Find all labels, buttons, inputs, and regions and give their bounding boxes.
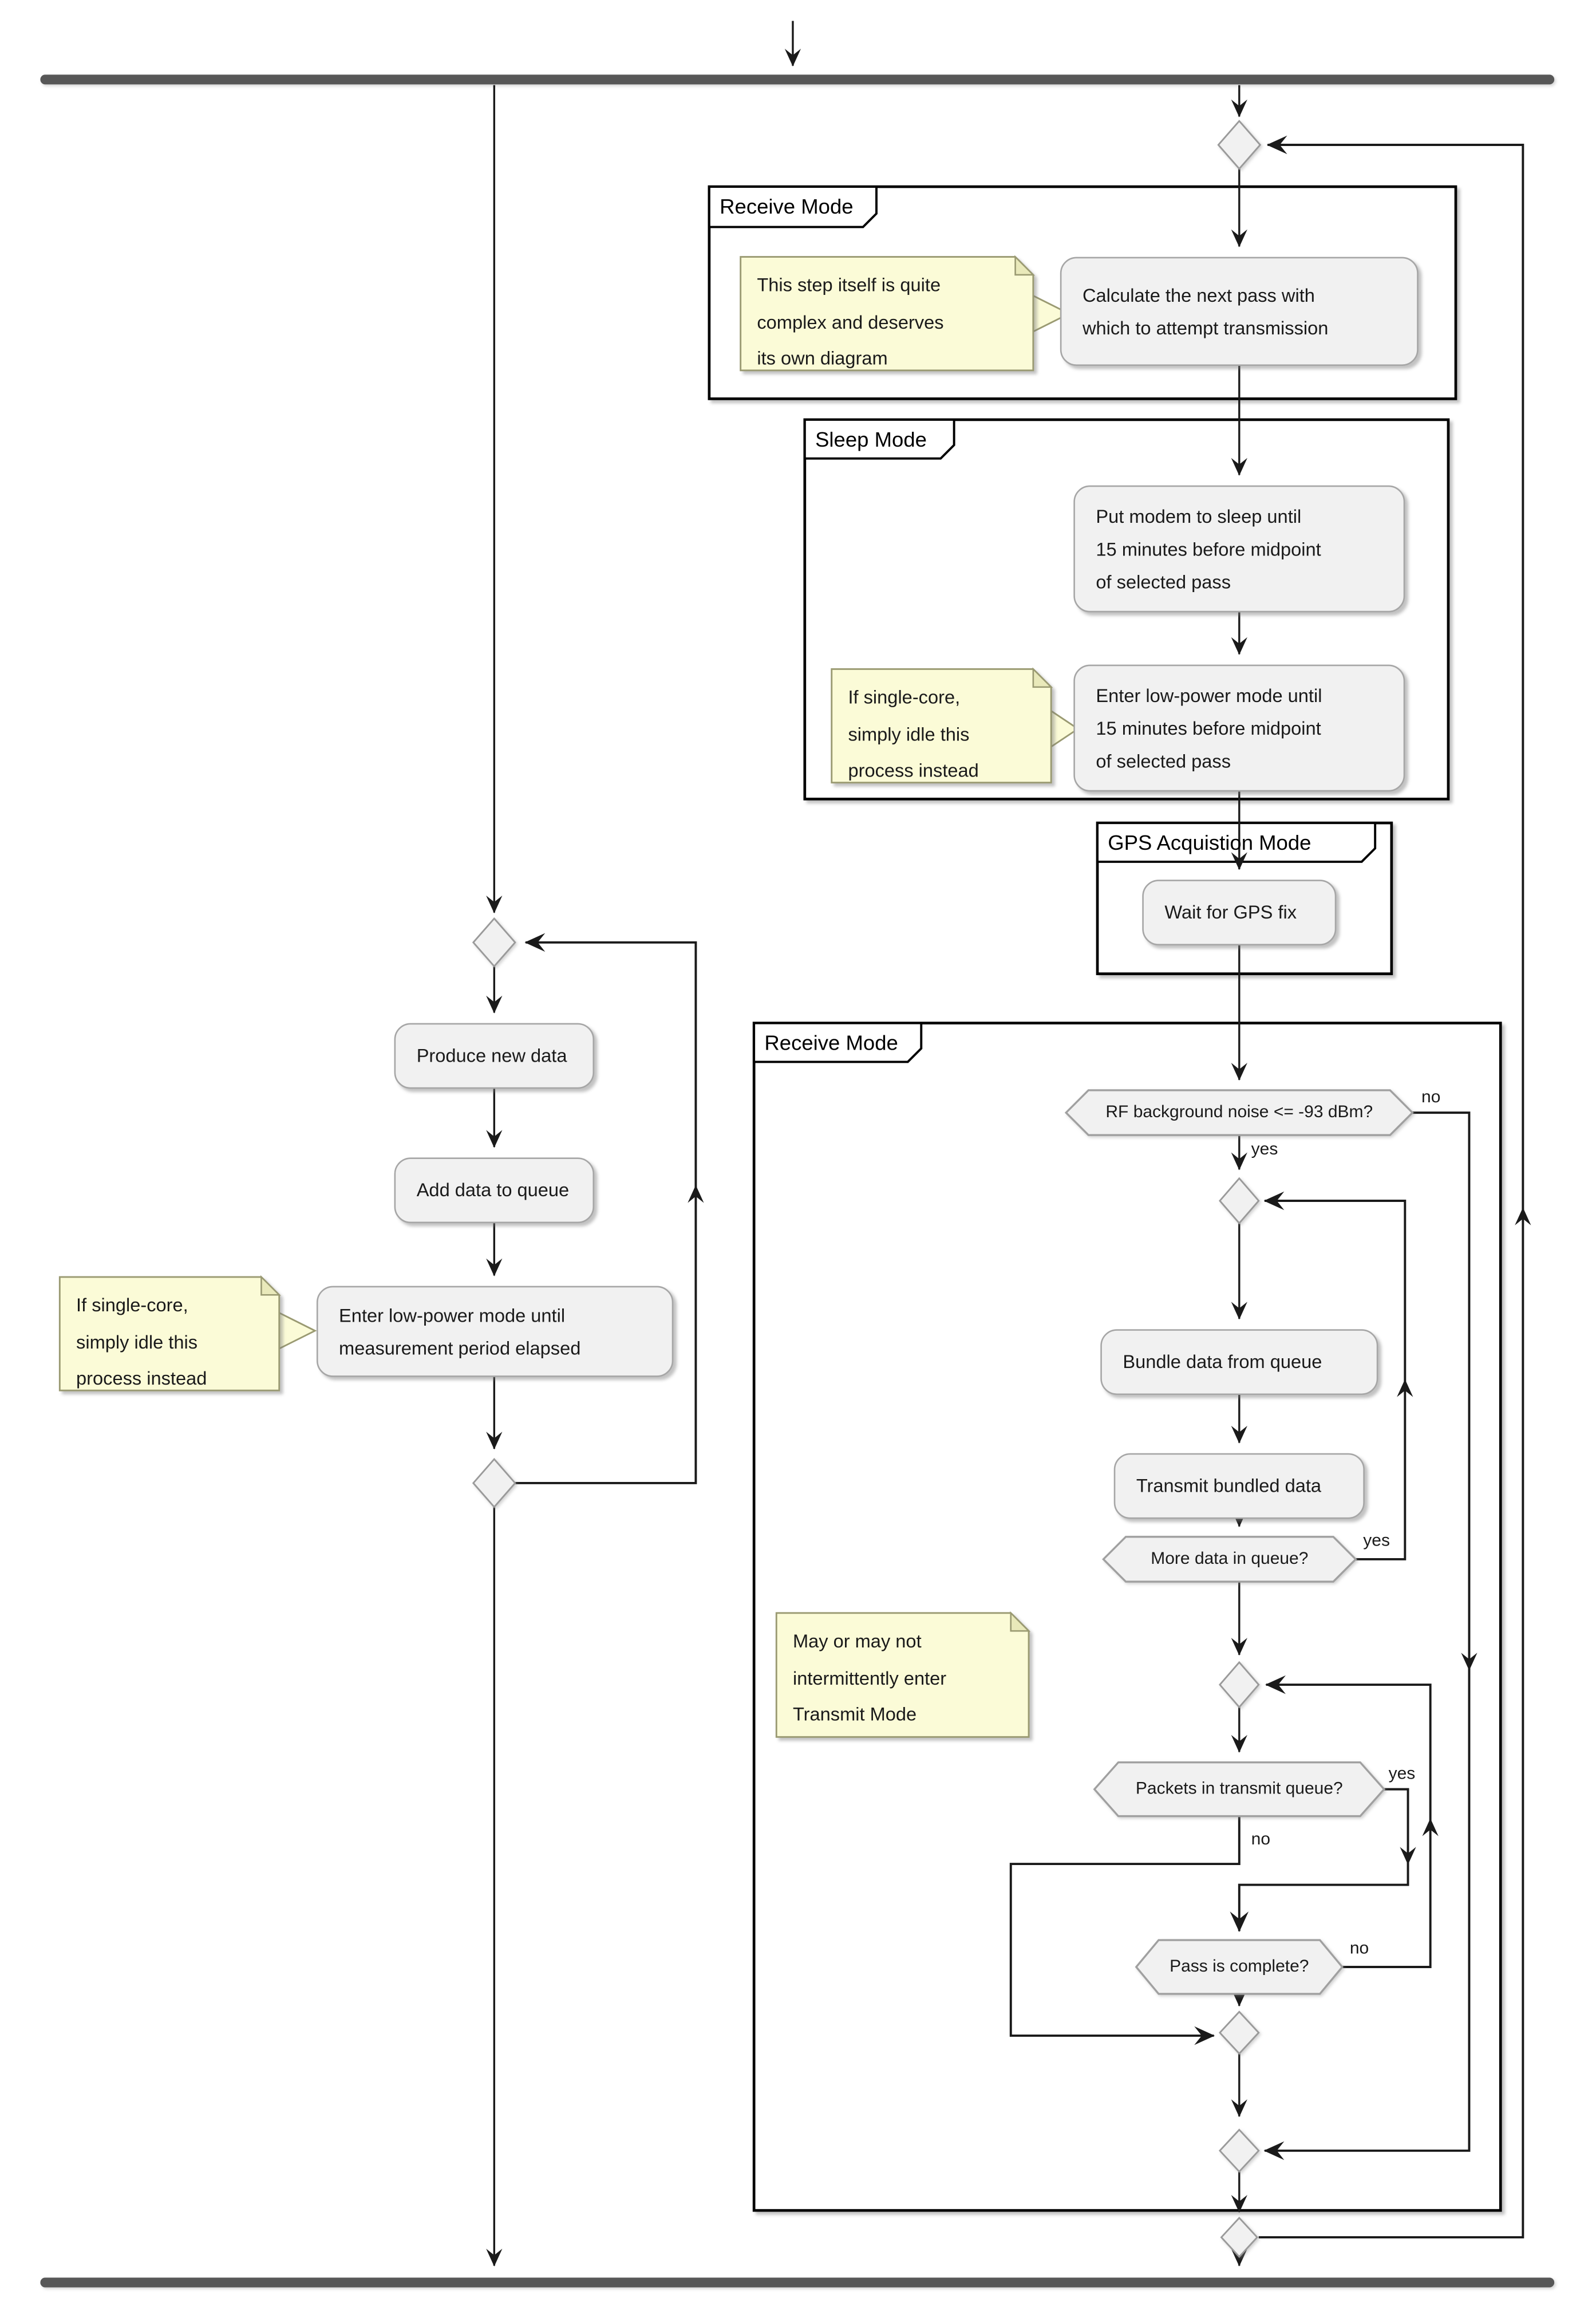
partition-tab-gps-acquistion-mode [1096, 822, 1377, 863]
merge-diamond-rf-no [1218, 2128, 1260, 2173]
merge-diamond-transmit-loop [1219, 1661, 1260, 1709]
activity-bundle-data: Bundle data from queue [1100, 1329, 1378, 1395]
partition-tab-receive-mode-1 [708, 186, 878, 228]
merge-diamond-left-bottom [472, 1458, 516, 1508]
fork-bar-top [40, 74, 1555, 85]
partition-title-receive-mode-1: Receive Mode [720, 194, 854, 218]
note-text-single-core-sleep: If single-core, simply idle this process… [848, 687, 979, 782]
activity-put-modem-sleep: Put modem to sleep until 15 minutes befo… [1073, 485, 1405, 613]
note-text-single-core-left: If single-core, simply idle this process… [76, 1295, 207, 1389]
decision-label-more-data: More data in queue? [1151, 1550, 1309, 1568]
merge-diamond-left-top [472, 917, 516, 968]
merge-diamond-bundle-loop [1219, 1177, 1260, 1225]
decision-pass-complete [1135, 1939, 1344, 1995]
merge-diamond-exit [1220, 2217, 1259, 2258]
partition-tab-sleep-mode [803, 418, 955, 460]
edge-label-rf-no: no [1421, 1089, 1441, 1107]
activity-calculate-next-pass: Calculate the next pass with which to at… [1060, 257, 1419, 366]
edge-packets-no [1009, 1816, 1241, 2045]
edge-rf-no [1263, 1111, 1471, 2161]
activity-add-data-to-queue: Add data to queue [394, 1157, 595, 1224]
partition-title-receive-mode-2: Receive Mode [764, 1030, 898, 1055]
decision-rf-noise [1064, 1089, 1414, 1136]
merge-diamond-right-top [1217, 120, 1262, 170]
activity-low-power-until-pass: Enter low-power mode until 15 minutes be… [1073, 664, 1405, 792]
partition-tab-receive-mode-2 [753, 1022, 923, 1063]
edge-label-pass-no: no [1349, 1940, 1369, 1958]
partition-title-sleep-mode: Sleep Mode [815, 427, 927, 451]
activity-transmit-bundled-data: Transmit bundled data [1113, 1453, 1365, 1519]
decision-label-pass-complete: Pass is complete? [1170, 1958, 1309, 1976]
decision-more-data [1102, 1536, 1357, 1583]
activity-wait-gps-fix: Wait for GPS fix [1142, 880, 1337, 945]
edge-label-packets-yes: yes [1388, 1765, 1416, 1784]
edge-label-packets-no: no [1251, 1831, 1271, 1849]
activity-produce-new-data: Produce new data [394, 1023, 595, 1089]
note-text-transmit-mode: May or may not intermittently enter Tran… [792, 1631, 947, 1725]
edge-label-more-data-yes: yes [1363, 1532, 1390, 1551]
decision-packets-queue [1093, 1761, 1386, 1818]
note-fold-transmit-mode [1010, 1611, 1031, 1632]
note-single-core-left [58, 1276, 281, 1391]
edge-left-loop-back [515, 933, 697, 1484]
merge-diamond-after-pass [1218, 2010, 1260, 2055]
join-bar-bottom [40, 2277, 1555, 2288]
edge-label-rf-yes: yes [1251, 1141, 1278, 1159]
note-text-complex-step: This step itself is quite complex and de… [757, 274, 944, 369]
decision-label-packets-queue: Packets in transmit queue? [1135, 1780, 1343, 1799]
edge-packets-yes [1230, 1788, 1409, 1933]
edge-outer-loop-back [1258, 135, 1524, 2239]
note-transmit-mode [775, 1612, 1030, 1738]
note-fold-single-core-sleep [1032, 667, 1053, 688]
note-beak-single-core-left [278, 1311, 317, 1350]
decision-label-rf-noise: RF background noise <= -93 dBm? [1105, 1103, 1373, 1122]
activity-low-power-measurement: Enter low-power mode until measurement p… [316, 1286, 674, 1377]
note-complex-step [740, 256, 1034, 372]
note-fold-complex-step [1014, 255, 1036, 276]
note-single-core-sleep [831, 668, 1052, 784]
partition-title-gps-acquistion-mode: GPS Acquistion Mode [1108, 830, 1311, 854]
note-fold-single-core-left [260, 1275, 281, 1296]
